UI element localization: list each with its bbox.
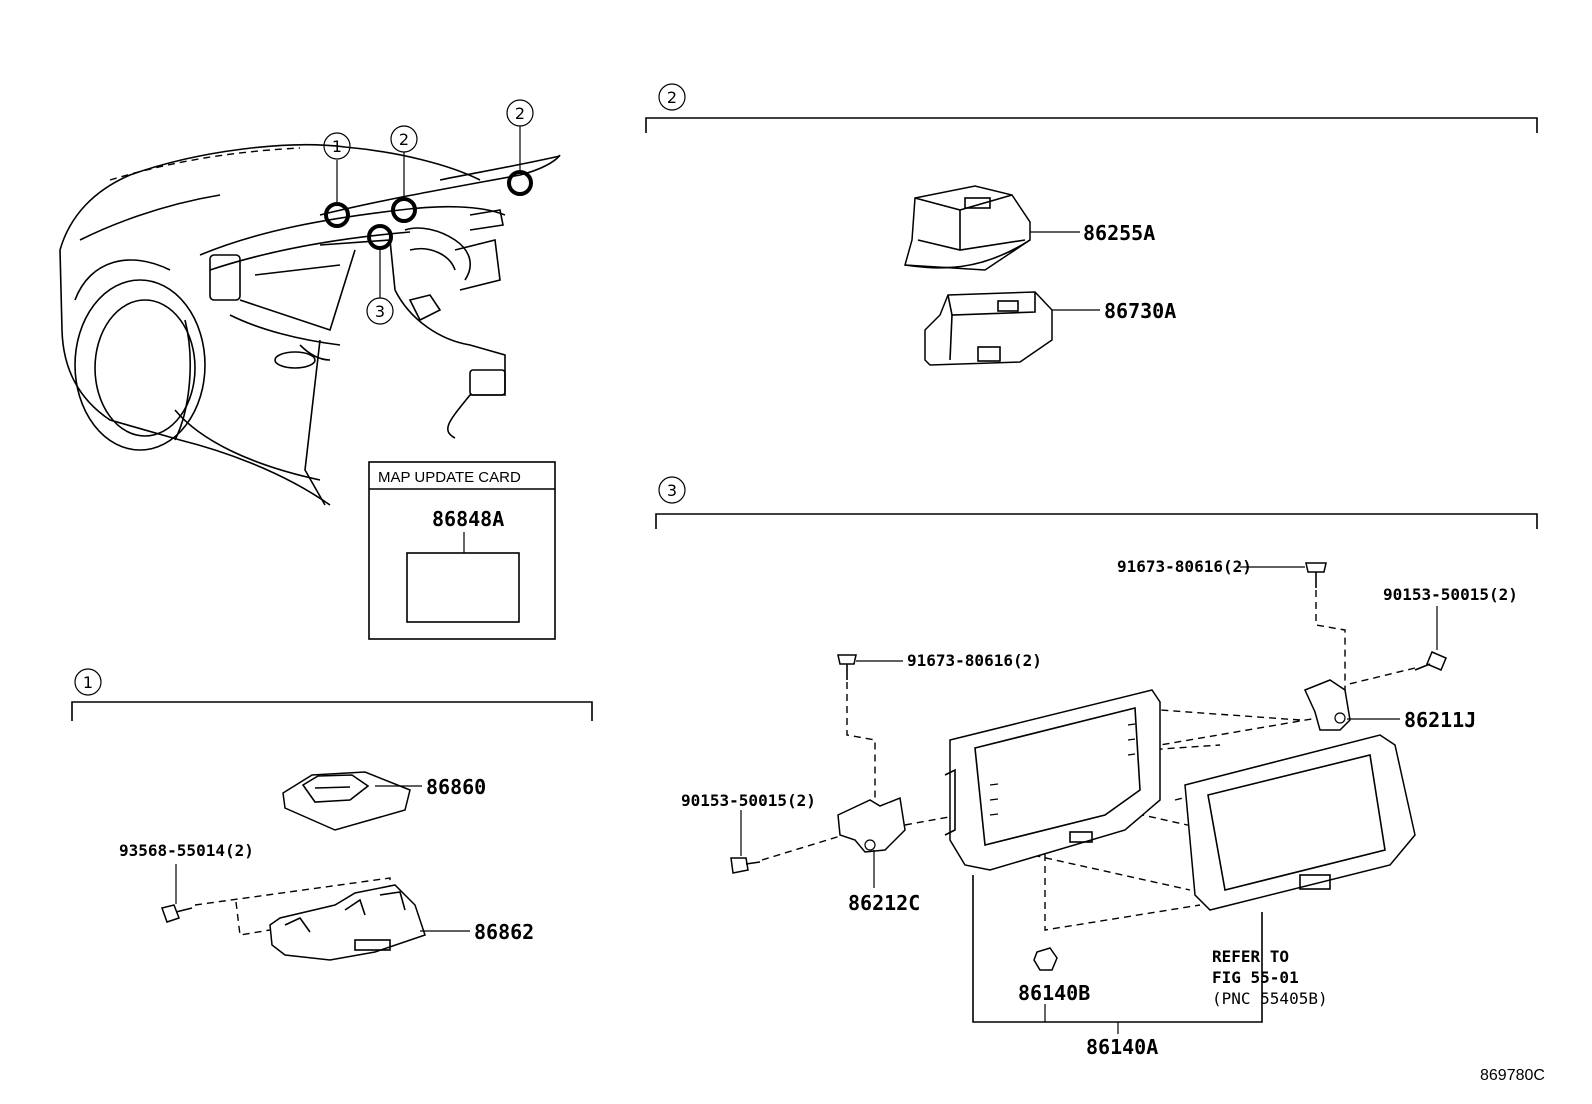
section-2: 2 86255A 86730A (645, 83, 1538, 366)
bolt-90153-left (730, 857, 761, 874)
part-label-91673-80616-right: 91673-80616(2) (1117, 557, 1252, 576)
bolt-90153-right (1414, 651, 1447, 671)
bezel-panel (1184, 734, 1416, 911)
svg-text:3: 3 (375, 302, 385, 321)
svg-text:2: 2 (667, 88, 677, 107)
nut-86140B (1033, 947, 1058, 971)
svg-text:3: 3 (667, 481, 677, 500)
map-update-card-box: MAP UPDATE CARD 86848A (368, 461, 556, 640)
switch-86255A (904, 185, 1031, 271)
part-label-86848A: 86848A (432, 507, 504, 531)
bracket-86211J (1303, 679, 1351, 731)
part-label-90153-50015-right: 90153-50015(2) (1383, 585, 1518, 604)
bolt-93568 (161, 904, 193, 923)
refer-line1: REFER TO (1212, 947, 1289, 966)
refer-line2: FIG 55-01 (1212, 968, 1299, 987)
vehicle-interior-illustration (59, 126, 561, 506)
callout-marker-1: 1 (323, 132, 351, 160)
part-label-86211J: 86211J (1404, 708, 1476, 732)
part-label-86255A: 86255A (1083, 221, 1155, 245)
svg-text:2: 2 (399, 130, 409, 149)
part-label-86212C: 86212C (848, 891, 920, 915)
part-label-86862: 86862 (474, 920, 534, 944)
module-86860 (282, 771, 411, 831)
callout-marker-2b: 2 (506, 99, 534, 127)
bracket-86862 (269, 884, 426, 961)
part-label-93568-55014: 93568-55014(2) (119, 841, 254, 860)
bracket-86212C (837, 796, 906, 853)
display-unit (944, 689, 1161, 871)
section-3: 3 91673-80616(2) 90153-50015(2) 91673-80… (655, 476, 1538, 1059)
section-1: 1 86860 93568-55014(2) 86862 (71, 668, 593, 961)
map-update-card-title: MAP UPDATE CARD (378, 469, 521, 486)
part-label-91673-80616-left: 91673-80616(2) (907, 651, 1042, 670)
map-card-icon (406, 552, 520, 623)
refer-line3: (PNC 55405B) (1212, 989, 1328, 1008)
callout-marker-3: 3 (366, 297, 394, 325)
part-label-86140B: 86140B (1018, 981, 1090, 1005)
callout-marker-2a: 2 (390, 125, 418, 153)
part-label-86730A: 86730A (1104, 299, 1176, 323)
module-86730A (924, 291, 1053, 366)
svg-text:2: 2 (515, 104, 525, 123)
part-label-86140A: 86140A (1086, 1035, 1158, 1059)
bolt-91673-right (1305, 562, 1327, 588)
bolt-91673-left (837, 654, 857, 680)
svg-text:1: 1 (332, 137, 342, 156)
part-label-86860: 86860 (426, 775, 486, 799)
figure-id: 869780C (1480, 1067, 1545, 1084)
svg-text:1: 1 (83, 673, 93, 692)
part-label-90153-50015-left: 90153-50015(2) (681, 791, 816, 810)
